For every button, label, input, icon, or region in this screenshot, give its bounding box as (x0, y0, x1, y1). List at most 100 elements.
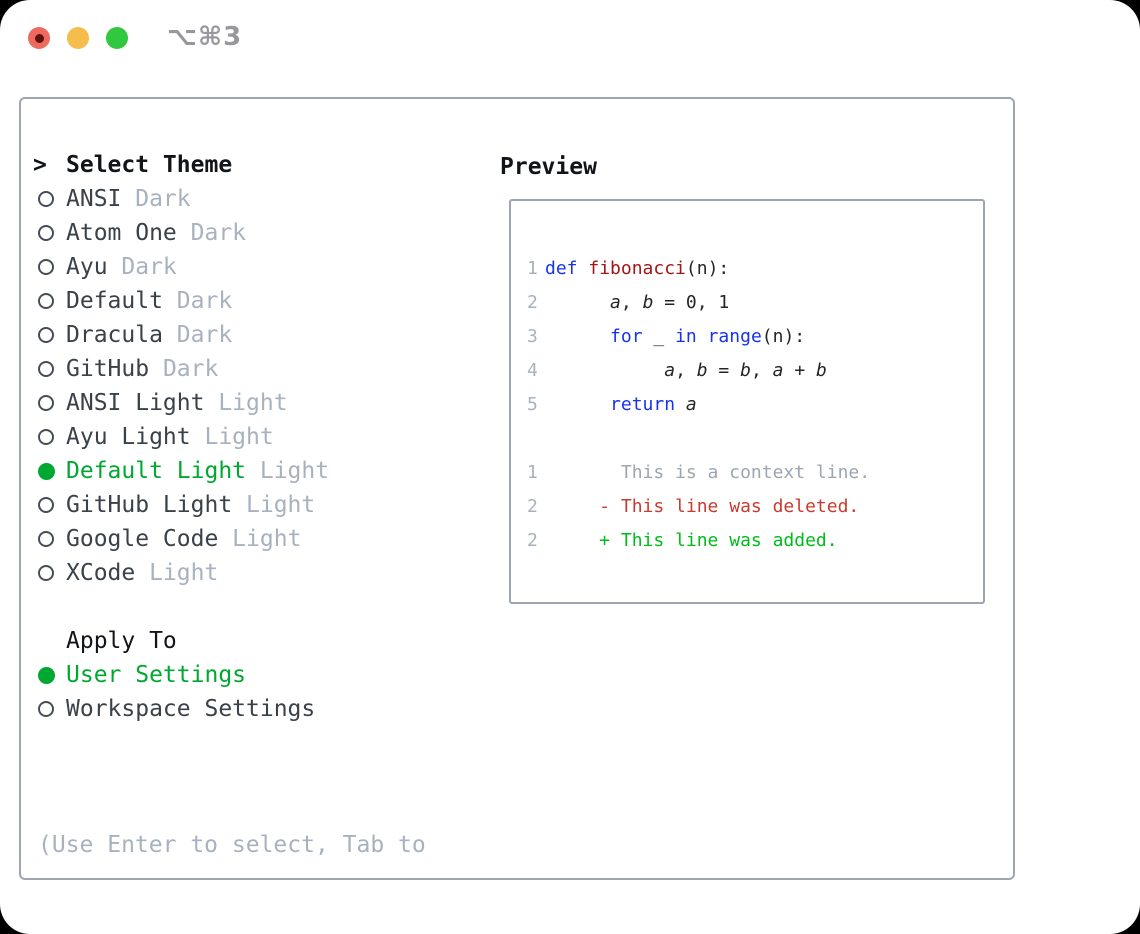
line-number: 2 (527, 292, 538, 313)
theme-variant-badge: Light (190, 424, 274, 450)
close-button[interactable] (28, 27, 50, 49)
theme-option-ayu-light[interactable]: Ayu Light Light (38, 420, 488, 454)
theme-name: Default (66, 288, 163, 314)
radio-unselected-icon (38, 225, 54, 241)
theme-name: GitHub (66, 356, 150, 382)
help-line: (Use Enter to select, Tab to (38, 832, 426, 858)
minimize-button[interactable] (67, 27, 89, 49)
line-number: 1 (527, 258, 538, 279)
select-theme-header: > Select Theme (33, 148, 488, 182)
theme-variant-badge: Light (204, 390, 288, 416)
code-token: , (750, 360, 773, 381)
code-line (527, 422, 983, 456)
theme-name: Google Code (66, 526, 219, 552)
radio-unselected-icon (38, 429, 54, 445)
code-token: b (696, 360, 708, 381)
theme-name: ANSI Light (66, 390, 205, 416)
code-token: a (664, 360, 676, 381)
radio-unselected-icon (38, 191, 54, 207)
code-token: , (675, 360, 697, 381)
theme-variant-badge: Dark (107, 254, 177, 280)
line-number: 3 (527, 326, 538, 347)
line-number: 1 (527, 462, 538, 483)
apply-option-label: User Settings (66, 662, 247, 688)
apply-option-label: Workspace Settings (66, 696, 316, 722)
theme-name: GitHub Light (66, 492, 233, 518)
code-token: a (685, 394, 697, 415)
theme-option-ansi-light[interactable]: ANSI Light Light (38, 386, 488, 420)
code-line: 1 This is a context line. (527, 456, 983, 490)
theme-option-default[interactable]: Default Dark (38, 284, 488, 318)
theme-variant-badge: Dark (121, 186, 191, 212)
theme-option-ansi[interactable]: ANSI Dark (38, 182, 488, 216)
code-token: + This line was added. (545, 530, 838, 551)
line-number: 2 (527, 530, 538, 551)
theme-variant-badge: Light (135, 560, 219, 586)
theme-variant-badge: Dark (162, 322, 233, 348)
code-token: + (783, 360, 816, 381)
code-token (545, 292, 610, 313)
code-line: 2 a, b = 0, 1 (527, 286, 983, 320)
zoom-button[interactable] (106, 27, 128, 49)
titlebar: ⌥⌘3 (0, 0, 1140, 76)
spacer (38, 590, 488, 624)
code-line: 3 for _ in range(n): (527, 320, 983, 354)
code-token (545, 394, 610, 415)
theme-option-default-light[interactable]: Default Light Light (38, 454, 488, 488)
radio-unselected-icon (38, 327, 54, 343)
code-line: 4 a, b = b, a + b (527, 354, 983, 388)
select-theme-title: Select Theme (66, 152, 233, 178)
help-text: (Use Enter to select, Tab to change focu… (38, 760, 488, 934)
code-token (578, 258, 589, 279)
theme-variant-badge: Light (232, 492, 316, 518)
radio-unselected-icon (38, 531, 54, 547)
radio-selected-icon (38, 666, 55, 684)
theme-option-github-light[interactable]: GitHub Light Light (38, 488, 488, 522)
theme-option-atom-one[interactable]: Atom One Dark (38, 216, 488, 250)
line-number: 2 (527, 496, 538, 517)
close-active-dot-icon (34, 33, 44, 43)
theme-name: Dracula (66, 322, 163, 348)
theme-variant-badge: Light (246, 458, 330, 484)
code-token (545, 326, 610, 347)
preview-title: Preview (500, 154, 597, 180)
radio-unselected-icon (38, 497, 54, 513)
code-line: 2 + This line was added. (527, 524, 983, 558)
apply-to-header: Apply To (38, 624, 488, 658)
theme-name: Ayu Light (66, 424, 191, 450)
apply-option-workspace-settings[interactable]: Workspace Settings (38, 692, 488, 726)
code-token: b (740, 360, 751, 381)
help-line: change focus) (38, 930, 488, 934)
theme-variant-badge: Dark (162, 288, 233, 314)
theme-option-dracula[interactable]: Dracula Dark (38, 318, 488, 352)
code-token: = (707, 360, 741, 381)
theme-name: Ayu (66, 254, 108, 280)
code-token: (n): (761, 326, 806, 347)
code-token (697, 326, 708, 347)
code-line: 5 return a (527, 388, 983, 422)
radio-unselected-icon (38, 701, 54, 717)
window-title: ⌥⌘3 (167, 22, 243, 52)
theme-option-github[interactable]: GitHub Dark (38, 352, 488, 386)
code-token: fibonacci (588, 258, 686, 279)
code-token: - This line was deleted. (545, 496, 860, 517)
code-token (545, 360, 664, 381)
line-number: 4 (527, 360, 538, 381)
code-token: return (610, 394, 676, 415)
theme-variant-badge: Dark (149, 356, 219, 382)
code-token: b (642, 292, 654, 313)
theme-variant-badge: Dark (176, 220, 247, 246)
apply-to-title: Apply To (66, 628, 177, 654)
theme-option-xcode[interactable]: XCode Light (38, 556, 488, 590)
code-token: (n): (685, 258, 730, 279)
radio-unselected-icon (38, 361, 54, 377)
theme-option-google-code[interactable]: Google Code Light (38, 522, 488, 556)
theme-variant-badge: Light (218, 526, 302, 552)
code-token: in (675, 326, 697, 347)
theme-option-ayu[interactable]: Ayu Dark (38, 250, 488, 284)
apply-option-user-settings[interactable]: User Settings (38, 658, 488, 692)
